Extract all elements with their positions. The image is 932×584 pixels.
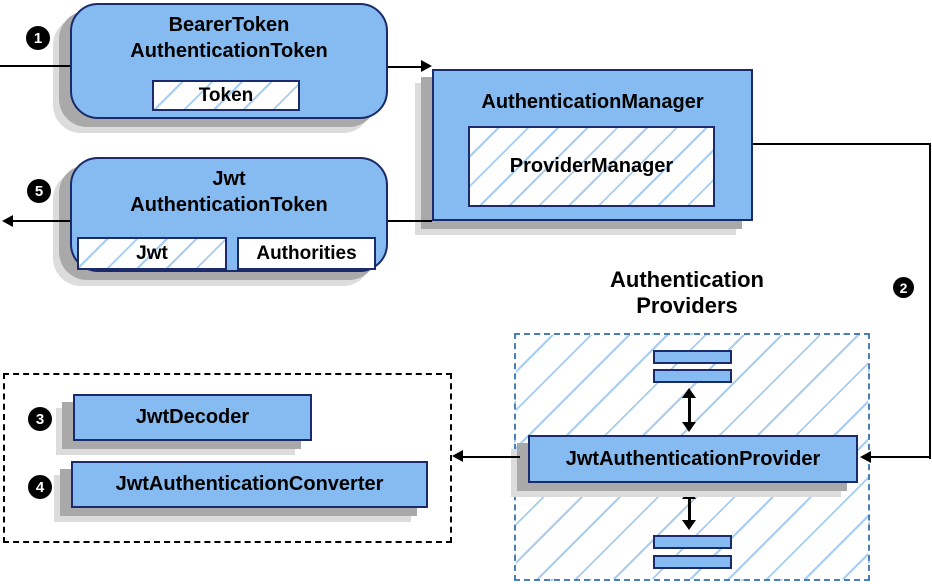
step-marker-3: 3 [28, 407, 52, 431]
bearer-token-authentication-token-node: BearerToken AuthenticationToken Token [70, 3, 388, 119]
double-arrow-line [688, 397, 691, 423]
provider-stub-bar [653, 350, 732, 364]
outgoing-result-line [10, 220, 70, 222]
jwt-authentication-provider-label: JwtAuthenticationProvider [565, 447, 821, 470]
arrow-left-icon [2, 215, 13, 227]
provider-to-decoder-line [463, 456, 520, 458]
authentication-manager-node: AuthenticationManager ProviderManager [432, 69, 753, 221]
authentication-manager-title: AuthenticationManager [481, 91, 704, 113]
authorities-field: Authorities [237, 237, 376, 270]
step-4-number: 4 [35, 478, 45, 496]
step-3-number: 3 [35, 410, 45, 428]
incoming-request-line [0, 65, 70, 67]
provider-stub-bar [653, 369, 732, 383]
double-arrow-up-icon [682, 388, 696, 398]
manager-to-provider-line-top [753, 143, 931, 145]
arrow-right-icon [421, 60, 432, 72]
jwt-token-node-title: Jwt AuthenticationToken [130, 168, 328, 216]
provider-stub-bar [653, 535, 732, 549]
jwt-field: Jwt [77, 237, 227, 270]
jwt-authentication-provider-node: JwtAuthenticationProvider [528, 435, 858, 483]
manager-to-provider-line-vertical [929, 143, 931, 459]
double-arrow-line [688, 498, 691, 521]
step-marker-1: 1 [26, 26, 50, 50]
token-field-label: Token [198, 84, 254, 106]
jwt-authentication-converter-label: JwtAuthenticationConverter [115, 473, 384, 495]
step-5-number: 5 [34, 182, 44, 200]
jwt-authentication-token-node: Jwt AuthenticationToken Jwt Authorities [70, 157, 388, 272]
jwt-authentication-converter-node: JwtAuthenticationConverter [71, 461, 428, 508]
step-2-number: 2 [899, 279, 908, 296]
step-marker-4: 4 [28, 475, 52, 499]
authentication-providers-heading: Authentication Providers [610, 267, 764, 319]
provider-manager-field: ProviderManager [468, 126, 715, 207]
step-1-number: 1 [33, 29, 43, 47]
bearer-token-node-title: BearerToken AuthenticationToken [130, 14, 328, 62]
arrow-left-icon [452, 450, 463, 462]
manager-to-provider-line-bottom [862, 456, 931, 458]
manager-to-jwt-token-line [388, 220, 432, 222]
step-marker-5: 5 [27, 179, 51, 203]
token-field: Token [152, 80, 300, 111]
step-marker-2: 2 [893, 277, 914, 298]
provider-stub-bar [653, 555, 732, 569]
authorities-field-label: Authorities [256, 242, 357, 264]
arrow-left-icon [860, 451, 871, 463]
double-arrow-down-icon [682, 422, 696, 432]
double-arrow-up-icon [682, 489, 696, 499]
double-arrow-down-icon [682, 520, 696, 530]
provider-manager-label: ProviderManager [509, 155, 674, 177]
jwt-decoder-node: JwtDecoder [73, 394, 312, 441]
bearer-to-manager-line [388, 66, 422, 68]
jwt-field-label: Jwt [136, 242, 168, 264]
jwt-decoder-label: JwtDecoder [135, 406, 250, 428]
